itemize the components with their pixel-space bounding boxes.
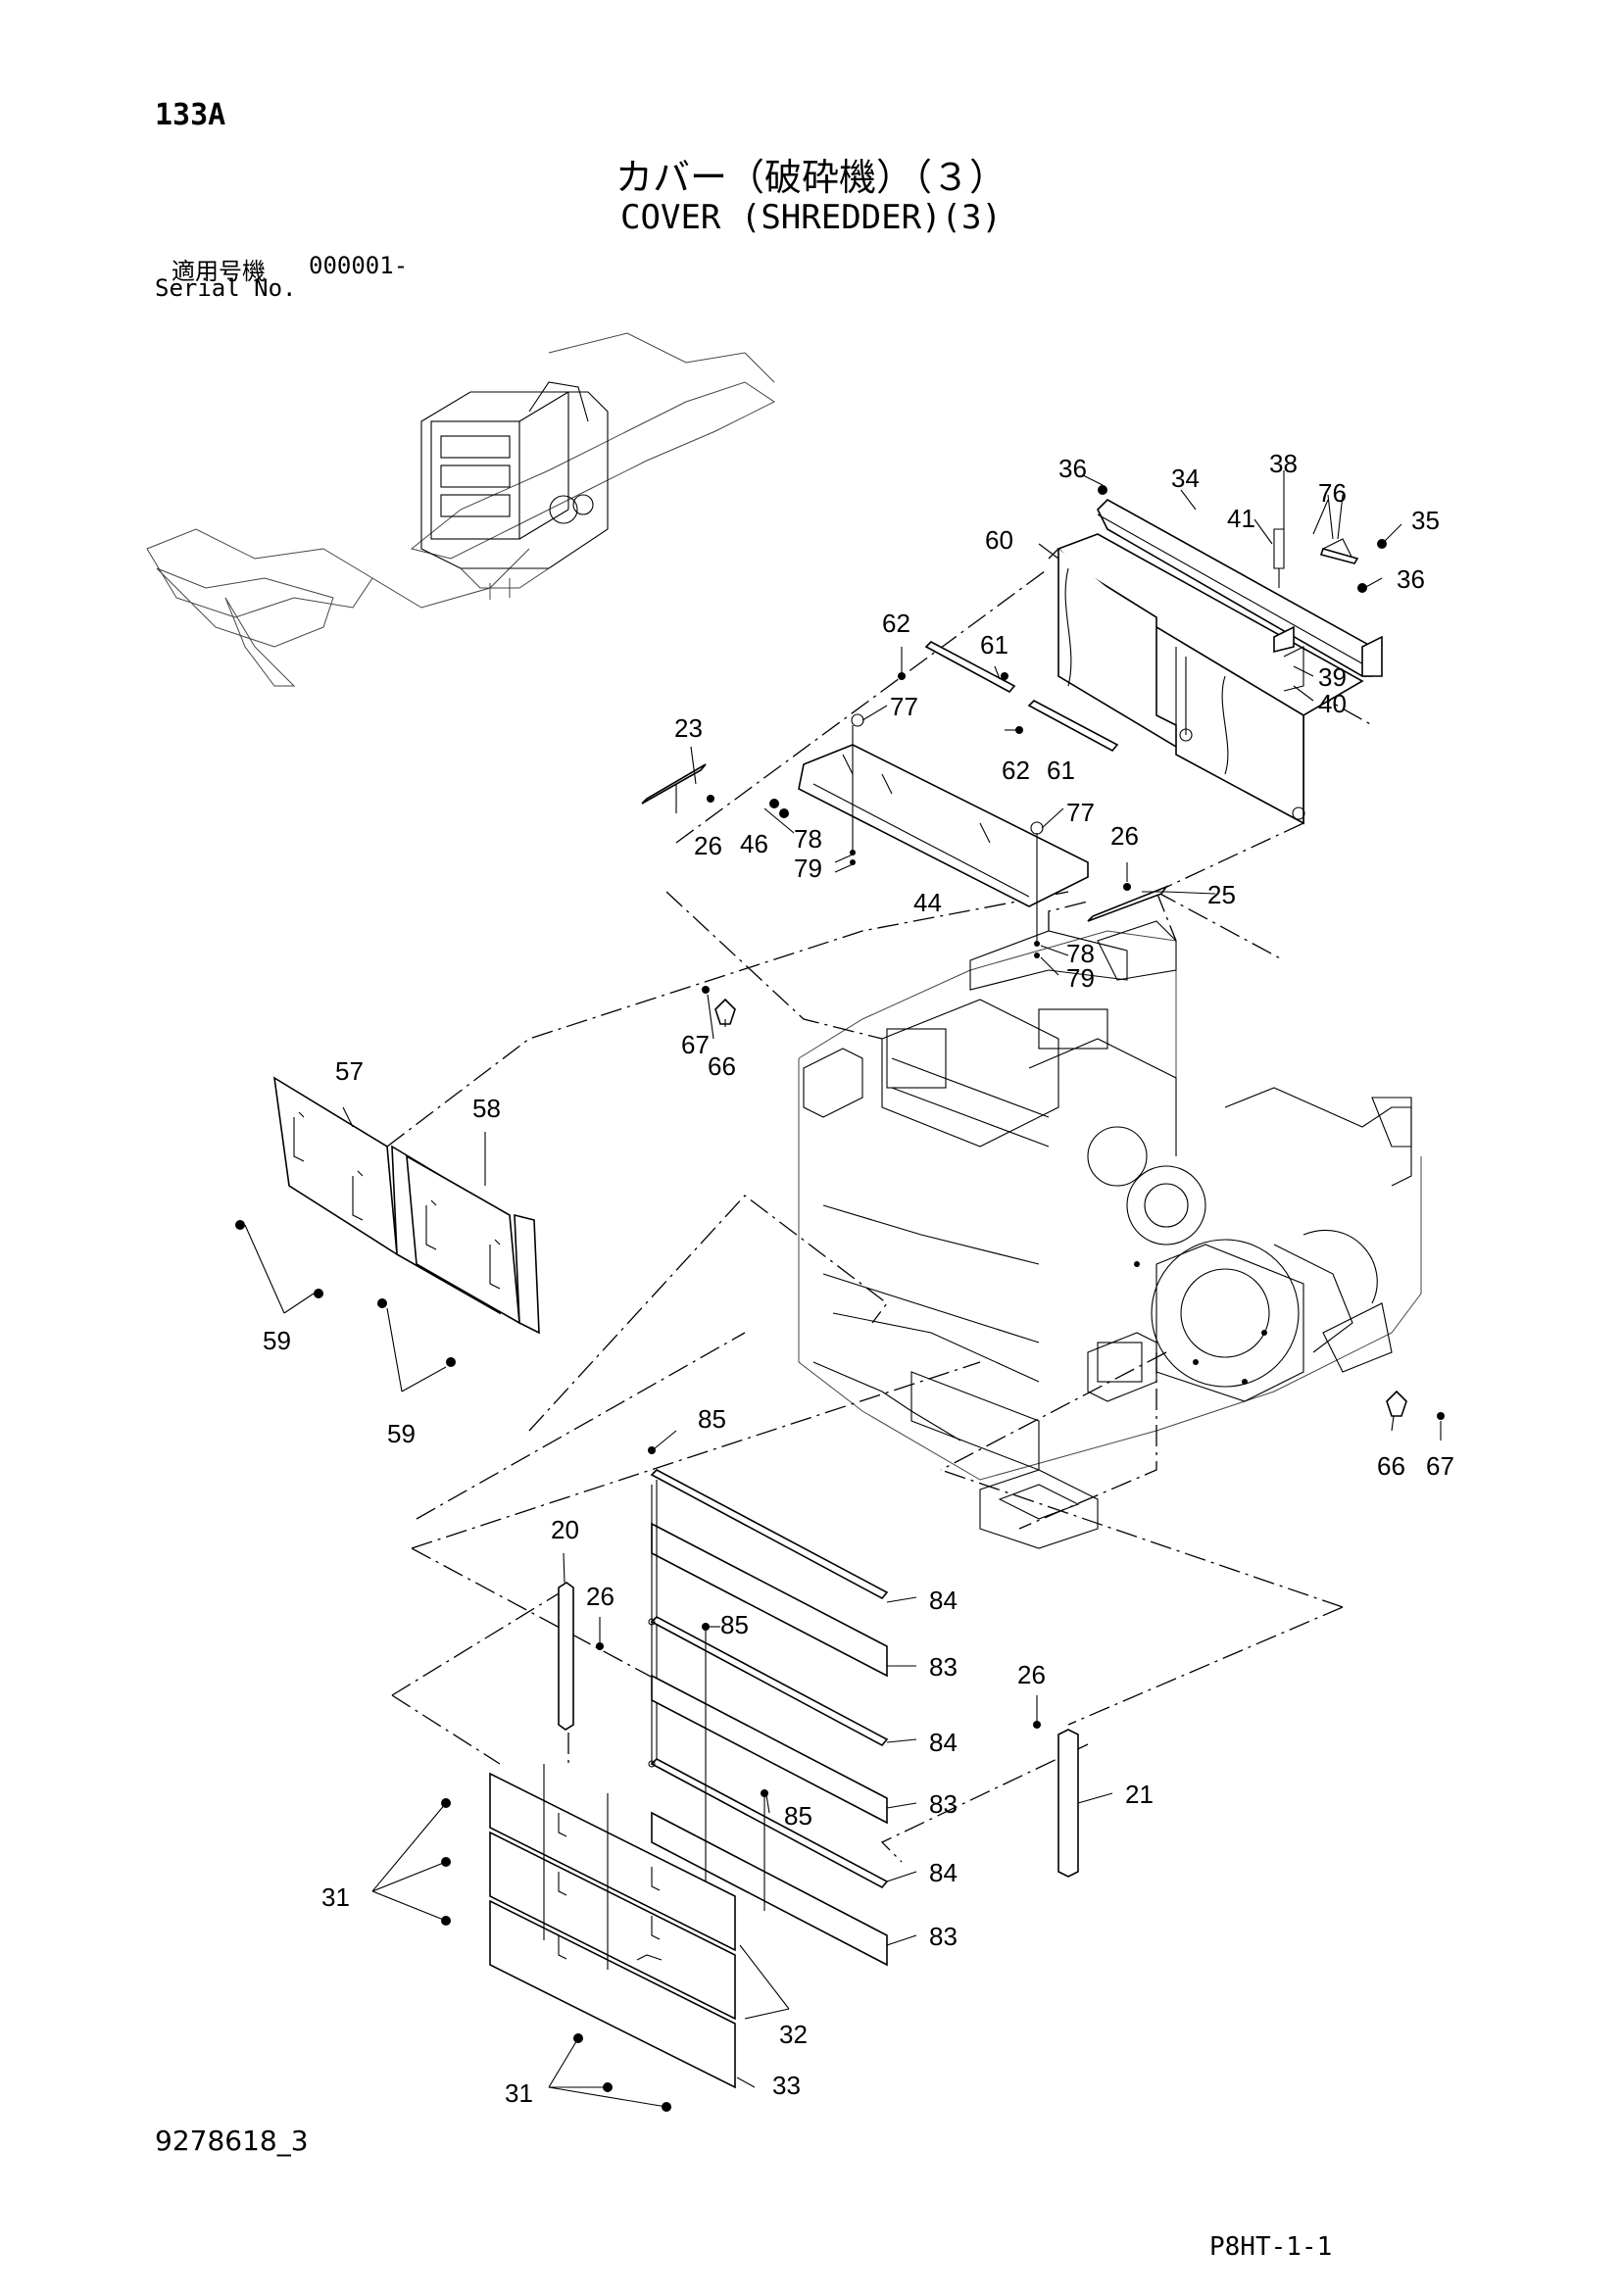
callout-labels: 36 34 38 76 35 41 60 36 39 40 62 61 77 2… (263, 449, 1454, 2108)
callout-25: 25 (1207, 880, 1236, 909)
callout-33: 33 (772, 2071, 801, 2100)
callout-77: 77 (890, 692, 918, 721)
callout-35: 35 (1411, 506, 1440, 535)
serial-label-japanese: 適用号機 (172, 258, 266, 285)
shredder-frame (798, 920, 1422, 1549)
callout-32: 32 (779, 2020, 808, 2049)
callout-36b: 36 (1397, 564, 1425, 594)
callout-62: 62 (882, 609, 910, 638)
sheet-code: P8HT-1-1 (1209, 2232, 1333, 2262)
machine-overview-inset (146, 332, 775, 687)
title-japanese: カバー（破砕機）（３） (614, 156, 1007, 199)
callout-31b: 31 (505, 2078, 533, 2108)
callout-83: 83 (929, 1652, 958, 1682)
title-english: COVER (SHREDDER)(3) (620, 198, 1002, 237)
bracket-66-67 (702, 986, 1445, 1420)
phantom-lines (386, 548, 1373, 1863)
callout-41: 41 (1227, 504, 1255, 533)
callout-26d: 26 (1017, 1660, 1046, 1689)
callout-60: 60 (985, 525, 1013, 555)
callout-61: 61 (980, 630, 1008, 659)
callout-61b: 61 (1047, 756, 1075, 785)
callout-62b: 62 (1002, 756, 1030, 785)
callout-36: 36 (1058, 454, 1087, 483)
side-panels-57-58 (235, 1076, 540, 1392)
posts-20-21 (558, 1582, 1079, 1878)
callout-83b: 83 (929, 1789, 958, 1819)
bottom-panels-31-32-33 (371, 1764, 736, 2112)
callout-58: 58 (472, 1094, 501, 1123)
top-cover-assembly (1057, 485, 1387, 825)
strips-83-84-85 (648, 1446, 889, 1967)
callout-85: 85 (698, 1404, 726, 1434)
callout-78b: 78 (1066, 939, 1095, 968)
cover-44-assembly (641, 713, 1169, 958)
callout-66b: 66 (1377, 1451, 1405, 1481)
callout-66: 66 (708, 1051, 736, 1081)
callout-20: 20 (551, 1515, 579, 1544)
serial-label-english: Serial No. (155, 274, 297, 302)
callout-38: 38 (1269, 449, 1298, 478)
callout-26: 26 (694, 831, 722, 860)
callout-21: 21 (1125, 1780, 1154, 1809)
callout-44: 44 (913, 888, 942, 917)
callout-57: 57 (335, 1056, 364, 1086)
callout-59: 59 (263, 1326, 291, 1355)
strips-61-62 (898, 641, 1119, 753)
callout-26c: 26 (586, 1582, 614, 1611)
page-number: 133A (155, 98, 226, 132)
callout-84: 84 (929, 1586, 958, 1615)
callout-34: 34 (1171, 464, 1200, 493)
callout-83c: 83 (929, 1922, 958, 1951)
callout-79: 79 (794, 854, 822, 883)
callout-85c: 85 (784, 1801, 812, 1831)
callout-76: 76 (1318, 478, 1347, 508)
callout-78: 78 (794, 824, 822, 854)
drawing-number: 9278618_3 (155, 2125, 309, 2157)
leader-lines (342, 470, 1442, 2088)
callout-26b: 26 (1110, 821, 1139, 851)
callout-39: 39 (1318, 662, 1347, 692)
serial-range: 000001- (309, 252, 409, 279)
callout-23: 23 (674, 713, 703, 743)
callout-67: 67 (681, 1030, 710, 1059)
callout-46: 46 (740, 829, 768, 858)
callout-31: 31 (321, 1882, 350, 1912)
callout-59b: 59 (387, 1419, 416, 1448)
callout-84c: 84 (929, 1858, 958, 1887)
callout-79b: 79 (1066, 963, 1095, 993)
callout-84b: 84 (929, 1728, 958, 1757)
callout-67b: 67 (1426, 1451, 1454, 1481)
callout-77b: 77 (1066, 798, 1095, 827)
callout-40: 40 (1318, 689, 1347, 718)
callout-85b: 85 (720, 1610, 749, 1639)
